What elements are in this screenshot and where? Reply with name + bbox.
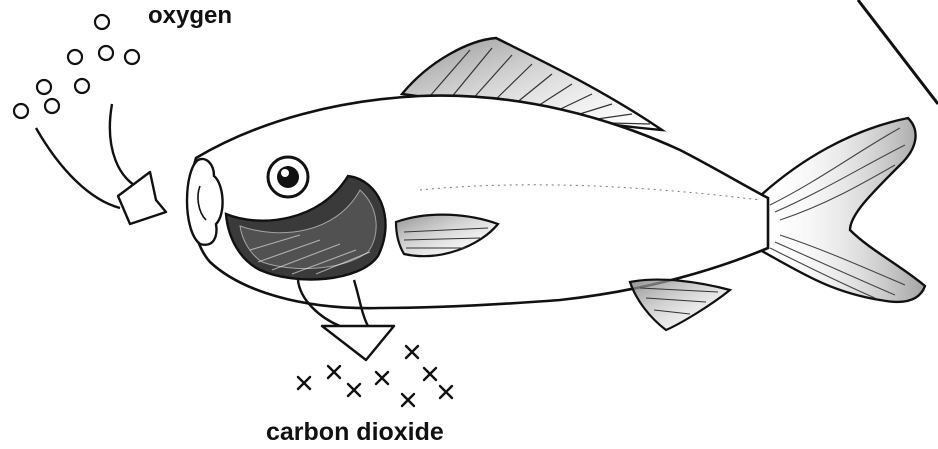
tail-fin — [760, 118, 925, 302]
oxygen-bubble — [14, 104, 28, 118]
corner-line — [858, 0, 938, 104]
co2-cross — [424, 368, 436, 380]
oxygen-bubble — [75, 79, 89, 93]
oxygen-arrow-outer — [36, 128, 120, 208]
oxygen-bubble — [45, 99, 59, 113]
oxygen-bubbles — [14, 15, 139, 118]
anal-fin — [630, 280, 730, 330]
oxygen-label: oxygen — [148, 2, 232, 30]
co2-marks — [298, 346, 452, 406]
co2-cross — [406, 346, 418, 358]
co2-arrowhead — [322, 326, 394, 360]
oxygen-bubble — [95, 15, 109, 29]
fish-eye — [268, 157, 308, 197]
co2-cross — [328, 366, 340, 378]
oxygen-bubble — [99, 46, 113, 60]
oxygen-arrows — [36, 104, 166, 224]
oxygen-arrowhead — [118, 172, 166, 224]
oxygen-bubble — [68, 50, 82, 64]
co2-cross — [376, 372, 388, 384]
carbon-dioxide-label: carbon dioxide — [266, 418, 444, 447]
oxygen-bubble — [125, 50, 139, 64]
oxygen-arrow-inner — [110, 104, 140, 188]
co2-cross — [348, 384, 360, 396]
co2-cross — [298, 377, 310, 389]
co2-cross — [402, 394, 414, 406]
oxygen-bubble — [37, 80, 51, 94]
co2-cross — [440, 386, 452, 398]
